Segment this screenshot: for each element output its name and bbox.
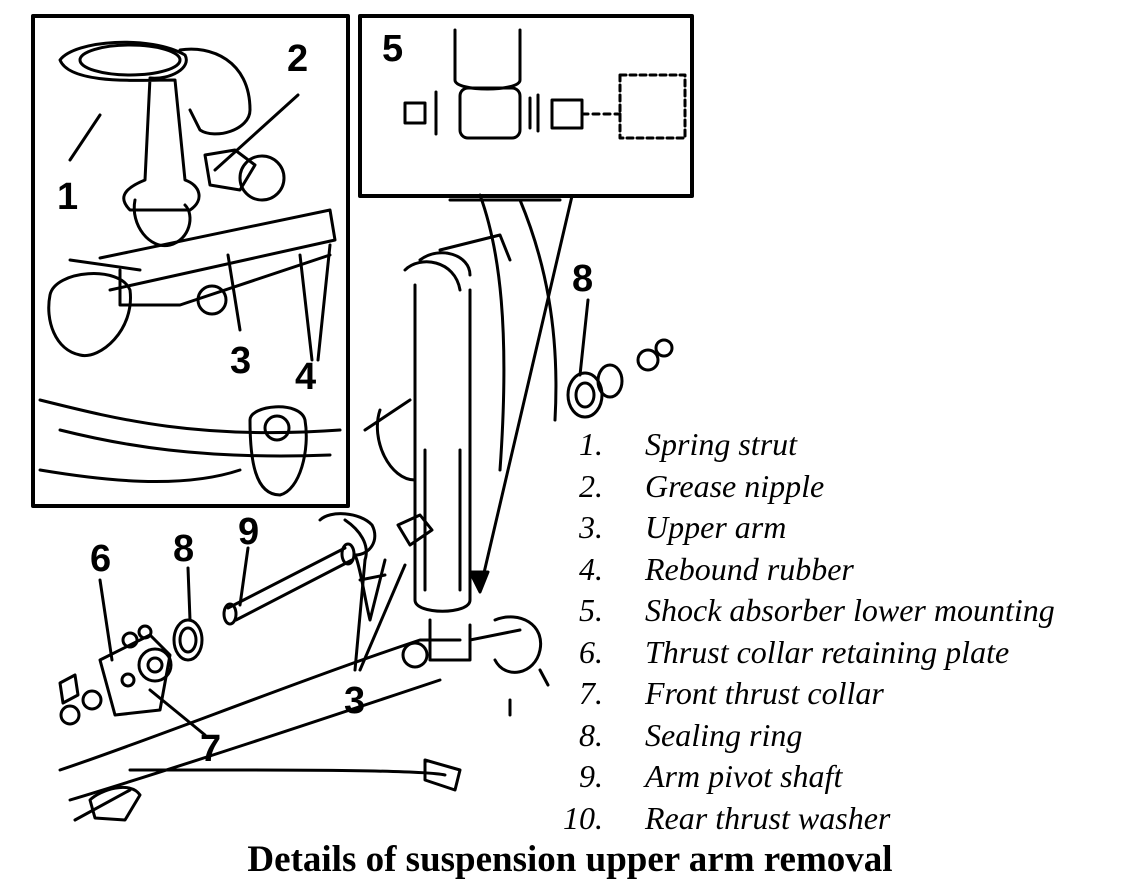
sealing-ring-group bbox=[566, 338, 674, 419]
leader-3-main-a bbox=[353, 558, 367, 672]
spring-strut-drawing bbox=[58, 40, 252, 248]
leader-6 bbox=[98, 578, 114, 662]
inset-5-pointer bbox=[478, 194, 574, 592]
shock-absorber-main bbox=[401, 233, 543, 674]
leader-8-main bbox=[186, 566, 192, 622]
legend-label: Shock absorber lower mounting bbox=[645, 592, 1055, 628]
legend-label: Upper arm bbox=[645, 509, 787, 545]
legend-item: 5. Shock absorber lower mounting bbox=[555, 590, 1140, 632]
legend-number: 1. bbox=[579, 426, 603, 462]
legend-item: 1. Spring strut bbox=[555, 424, 1140, 466]
leader-3-main-b bbox=[358, 563, 407, 672]
legend-number: 3. bbox=[579, 509, 603, 545]
leader-1 bbox=[68, 113, 102, 162]
legend-label: Rear thrust washer bbox=[645, 799, 891, 836]
callout-3-main: 3 bbox=[344, 680, 366, 722]
legend-item: 3. Upper arm bbox=[555, 507, 1140, 549]
legend-label: Front thrust collar bbox=[645, 675, 884, 711]
upper-arm-inset bbox=[47, 208, 337, 358]
lower-arm-inset bbox=[38, 398, 342, 497]
leader-8-right bbox=[578, 298, 590, 377]
callout-3-inset: 3 bbox=[230, 340, 252, 382]
thrust-collar-parts bbox=[58, 618, 204, 726]
leader-2 bbox=[213, 93, 300, 172]
inset-right-frame bbox=[358, 14, 694, 198]
legend-item: 6. Thrust collar retaining plate bbox=[555, 632, 1140, 674]
leader-3 bbox=[226, 253, 242, 332]
legend-number: 10. bbox=[563, 799, 603, 836]
legend-number: 8. bbox=[579, 716, 603, 753]
legend-number: 9. bbox=[579, 758, 603, 794]
body-panel bbox=[363, 193, 562, 482]
callout-8-right: 8 bbox=[572, 258, 594, 300]
callout-8-main: 8 bbox=[173, 528, 195, 570]
legend-label: Arm pivot shaft bbox=[645, 758, 843, 794]
callout-9: 9 bbox=[238, 511, 260, 553]
legend-label: Grease nipple bbox=[645, 467, 825, 504]
legend-number: 4. bbox=[579, 550, 603, 587]
legend-label: Spring strut bbox=[645, 426, 798, 462]
callout-4: 4 bbox=[295, 356, 317, 398]
legend-label: Sealing ring bbox=[645, 716, 803, 753]
legend-item: 2. Grease nipple bbox=[555, 466, 1140, 508]
leader-4 bbox=[298, 253, 314, 362]
shock-lower-mount-exploded bbox=[403, 28, 687, 140]
legend-number: 7. bbox=[579, 675, 603, 711]
legend-item: 8. Sealing ring bbox=[555, 715, 1140, 757]
leader-7 bbox=[148, 688, 207, 737]
callout-6: 6 bbox=[90, 538, 112, 580]
rebound-and-mounts bbox=[318, 512, 434, 562]
figure-caption: Details of suspension upper arm removal bbox=[247, 839, 893, 880]
legend-item: 7. Front thrust collar bbox=[555, 673, 1140, 715]
legend-label: Rebound rubber bbox=[645, 550, 854, 587]
callout-5: 5 bbox=[382, 28, 404, 70]
lower-wishbone bbox=[58, 638, 462, 822]
leader-4b bbox=[316, 243, 332, 362]
callout-1: 1 bbox=[57, 176, 79, 218]
legend-number: 5. bbox=[579, 592, 603, 628]
legend-number: 6. bbox=[579, 633, 603, 670]
legend-number: 2. bbox=[579, 467, 603, 504]
inset-left-frame bbox=[31, 14, 350, 508]
legend-label: Thrust collar retaining plate bbox=[645, 633, 1010, 670]
legend-item: 9. Arm pivot shaft bbox=[555, 756, 1140, 798]
legend-item: 10. Rear thrust washer bbox=[555, 798, 1140, 840]
callout-7: 7 bbox=[200, 728, 222, 770]
parts-legend: 1. Spring strut 2. Grease nipple 3. Upper a… bbox=[555, 424, 1140, 839]
leader-9 bbox=[238, 546, 250, 607]
callout-2: 2 bbox=[287, 38, 309, 80]
legend-item: 4. Rebound rubber bbox=[555, 549, 1140, 591]
